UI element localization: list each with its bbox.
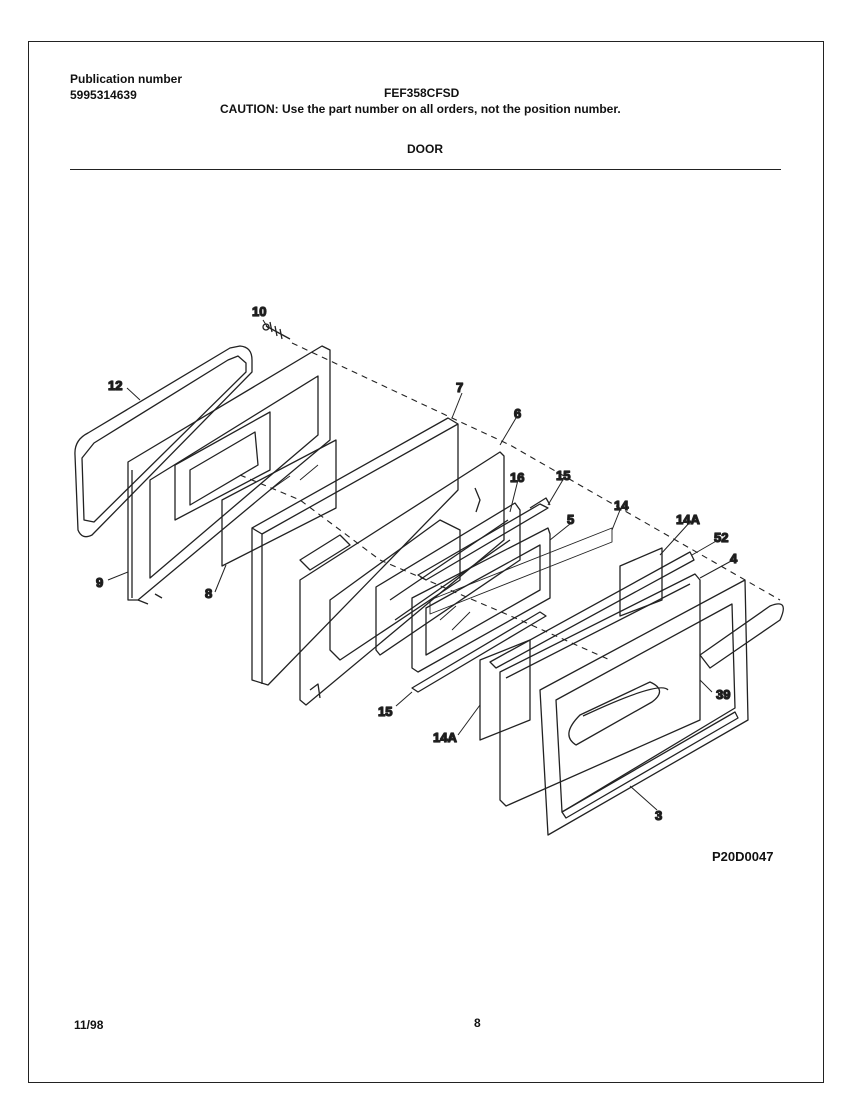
- handle-part-39: [699, 603, 784, 669]
- callout-6: 6: [514, 406, 521, 421]
- glass-part-8: [221, 439, 337, 567]
- clip-part-15-lower: [411, 611, 547, 693]
- callout-15-lower: 15: [378, 704, 392, 719]
- callout-16: 16: [510, 470, 524, 485]
- callout-12: 12: [108, 378, 122, 393]
- gasket-part-12: [74, 345, 253, 538]
- publication-label: Publication number: [70, 72, 183, 86]
- page-number: 8: [474, 1016, 481, 1030]
- page-border: [28, 41, 824, 1083]
- callout-9: 9: [96, 575, 103, 590]
- insulation-part-7: [251, 417, 459, 686]
- callout-15-upper: 15: [556, 468, 570, 483]
- trim-part-52: [489, 551, 695, 669]
- header-divider: [70, 169, 781, 170]
- callout-3: 3: [655, 808, 662, 823]
- callout-4: 4: [730, 551, 738, 566]
- window-glass-part-5: [411, 527, 551, 673]
- diagram-code: P20D0047: [712, 849, 774, 864]
- door-liner-part-9: [127, 345, 331, 605]
- screw-part-10: [262, 321, 291, 340]
- callout-8: 8: [205, 586, 212, 601]
- callout-5: 5: [567, 512, 574, 527]
- footer-date: 11/98: [74, 1018, 104, 1032]
- callout-10: 10: [252, 304, 266, 319]
- assembly-axis: [291, 342, 781, 601]
- callout-39: 39: [716, 687, 730, 702]
- clip-part-15-upper: [417, 497, 551, 581]
- pad-part-14A-upper: [619, 547, 663, 617]
- inner-panel-part-6: [299, 451, 505, 706]
- callout-7: 7: [456, 380, 463, 395]
- caution-note: CAUTION: Use the part number on all orde…: [220, 102, 621, 116]
- outer-panel-part-4: [499, 573, 701, 807]
- leader-lines: [107, 319, 734, 811]
- assembly-axis-lower: [239, 474, 611, 661]
- pad-part-14A-lower: [479, 639, 531, 741]
- bottom-trim-part-3: [561, 711, 739, 819]
- publication-number: 5995314639: [70, 88, 137, 102]
- callout-14A-upper: 14A: [676, 512, 700, 527]
- model-number: FEF358CFSD: [384, 86, 460, 100]
- callout-14A-lower: 14A: [433, 730, 457, 745]
- callout-52: 52: [714, 530, 728, 545]
- door-frame-part-39: [539, 579, 749, 836]
- callout-14: 14: [614, 498, 629, 513]
- section-title: DOOR: [407, 142, 443, 156]
- outer-glass-part-14: [429, 527, 613, 615]
